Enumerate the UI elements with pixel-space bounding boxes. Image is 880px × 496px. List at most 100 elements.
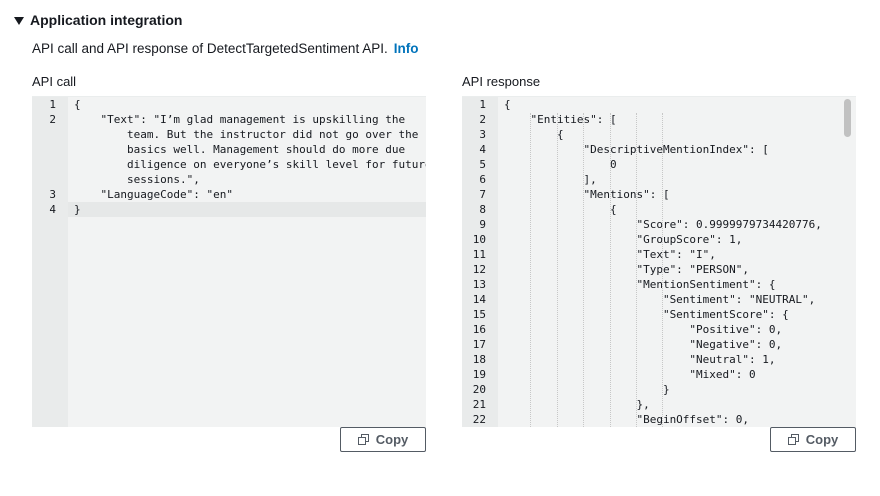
code-line: 1{ xyxy=(49,97,426,112)
api-response-editor[interactable]: 1{2 "Entities": [3 {4 "DescriptiveMentio… xyxy=(462,96,856,427)
code-text: "DescriptiveMentionIndex": [ xyxy=(504,143,769,156)
api-response-label: API response xyxy=(462,74,541,89)
code-text: "Neutral": 1, xyxy=(504,353,776,366)
indent-guide xyxy=(583,113,585,427)
code-line: 2 "Text": "I’m glad management is upskil… xyxy=(49,112,426,127)
code-line: 6 ], xyxy=(479,172,856,187)
code-text: } xyxy=(504,383,670,396)
line-number-gutter xyxy=(462,97,498,427)
code-text: "Mentions": [ xyxy=(504,188,670,201)
line-number: 2 xyxy=(479,113,486,126)
code-text: "Text": "I’m glad management is upskilli… xyxy=(74,113,406,126)
code-text: diligence on everyone’s skill level for … xyxy=(74,158,426,171)
api-call-copy-button[interactable]: Copy xyxy=(340,427,426,452)
line-number: 16 xyxy=(472,323,486,336)
scrollbar[interactable] xyxy=(844,97,854,427)
caret-down-icon xyxy=(14,16,24,25)
section-description: API call and API response of DetectTarge… xyxy=(32,41,418,56)
code-text: "SentimentScore": { xyxy=(504,308,789,321)
api-call-editor[interactable]: 1{2 "Text": "I’m glad management is upsk… xyxy=(32,96,426,427)
line-number: 12 xyxy=(472,263,486,276)
indent-guide xyxy=(556,113,558,427)
indent-guide xyxy=(662,113,664,427)
line-number: 8 xyxy=(479,203,486,216)
code-text: "MentionSentiment": { xyxy=(504,278,776,291)
info-link[interactable]: Info xyxy=(393,41,419,56)
scrollbar-thumb[interactable] xyxy=(844,99,851,137)
copy-icon xyxy=(787,433,800,446)
code-line: basics well. Management should do more d… xyxy=(68,142,426,157)
code-line: 19 "Mixed": 0 xyxy=(473,367,856,382)
application-integration-toggle[interactable]: Application integration xyxy=(14,12,182,28)
code-line: 13 "MentionSentiment": { xyxy=(473,277,856,292)
copy-label: Copy xyxy=(805,432,839,447)
code-line: 10 "GroupScore": 1, xyxy=(473,232,856,247)
code-line: 14 "Sentiment": "NEUTRAL", xyxy=(473,292,856,307)
code-text: "Positive": 0, xyxy=(504,323,783,336)
code-line: 21 }, xyxy=(473,397,856,412)
line-number: 10 xyxy=(472,233,486,246)
line-number: 1 xyxy=(49,98,56,111)
code-text: "Text": "I", xyxy=(504,248,716,261)
api-call-code: 1{2 "Text": "I’m glad management is upsk… xyxy=(49,97,426,427)
code-line: 9 "Score": 0.9999979734420776, xyxy=(479,217,856,232)
copy-label: Copy xyxy=(375,432,409,447)
code-text: "Sentiment": "NEUTRAL", xyxy=(504,293,816,306)
code-text: "Negative": 0, xyxy=(504,338,783,351)
line-number: 20 xyxy=(472,383,486,396)
code-line: 4 "DescriptiveMentionIndex": [ xyxy=(479,142,856,157)
line-number: 9 xyxy=(479,218,486,231)
code-text: "Entities": [ xyxy=(504,113,617,126)
line-number: 21 xyxy=(472,398,486,411)
line-number: 22 xyxy=(472,413,486,426)
line-number: 17 xyxy=(472,338,486,351)
section-title: Application integration xyxy=(30,12,183,28)
line-number: 5 xyxy=(479,158,486,171)
code-line: 3 "LanguageCode": "en" xyxy=(49,187,426,202)
code-line: 16 "Positive": 0, xyxy=(473,322,856,337)
line-number: 4 xyxy=(49,203,56,216)
code-text: "GroupScore": 1, xyxy=(504,233,743,246)
code-line: 22 "BeginOffset": 0, xyxy=(473,412,856,427)
line-number: 13 xyxy=(472,278,486,291)
code-line: 15 "SentimentScore": { xyxy=(473,307,856,322)
code-line: diligence on everyone’s skill level for … xyxy=(68,157,426,172)
line-number-gutter xyxy=(32,97,68,427)
line-number: 7 xyxy=(479,188,486,201)
api-call-label: API call xyxy=(32,74,77,89)
code-line: 20 } xyxy=(473,382,856,397)
code-text: }, xyxy=(504,398,650,411)
line-number: 15 xyxy=(472,308,486,321)
code-text: 0 xyxy=(504,158,617,171)
line-number: 2 xyxy=(49,113,56,126)
line-number: 18 xyxy=(472,353,486,366)
code-line: team. But the instructor did not go over… xyxy=(68,127,426,142)
indent-guide xyxy=(609,113,611,427)
code-line: 5 0 xyxy=(479,157,856,172)
line-number: 19 xyxy=(472,368,486,381)
code-text: { xyxy=(504,98,511,111)
indent-guide xyxy=(636,113,637,427)
code-line: 1{ xyxy=(479,97,856,112)
code-line: 2 "Entities": [ xyxy=(479,112,856,127)
code-text: { xyxy=(504,128,564,141)
api-response-copy-button[interactable]: Copy xyxy=(770,427,856,452)
code-text: { xyxy=(504,203,617,216)
line-number: 3 xyxy=(479,128,486,141)
code-text: "BeginOffset": 0, xyxy=(504,413,750,426)
line-number: 4 xyxy=(479,143,486,156)
code-line: 12 "Type": "PERSON", xyxy=(473,262,856,277)
code-line: 18 "Neutral": 1, xyxy=(473,352,856,367)
line-number: 11 xyxy=(472,248,486,261)
code-text: sessions.", xyxy=(74,173,200,186)
code-text: "Type": "PERSON", xyxy=(504,263,750,276)
code-text: "LanguageCode": "en" xyxy=(74,188,233,201)
code-text: team. But the instructor did not go over… xyxy=(74,128,419,141)
code-line: 11 "Text": "I", xyxy=(473,247,856,262)
code-line: 17 "Negative": 0, xyxy=(473,337,856,352)
api-response-code: 1{2 "Entities": [3 {4 "DescriptiveMentio… xyxy=(473,97,856,427)
code-text: ], xyxy=(504,173,597,186)
indent-guide xyxy=(530,113,532,427)
code-line: 8 { xyxy=(479,202,856,217)
line-number: 3 xyxy=(49,188,56,201)
